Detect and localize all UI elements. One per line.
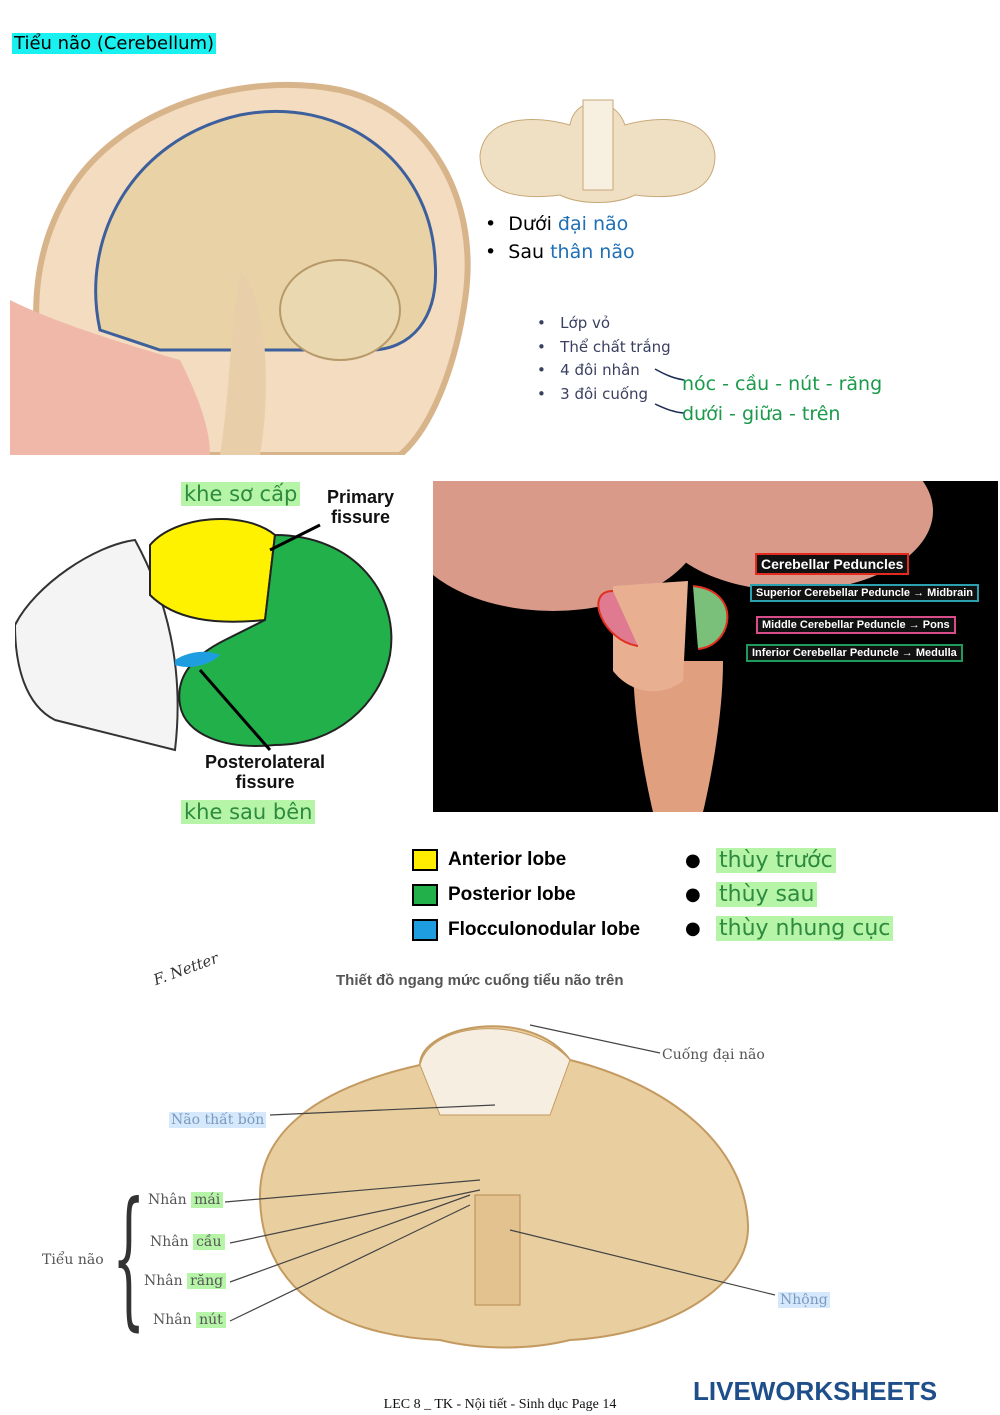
cerebellar-lobes-diagram xyxy=(15,518,393,752)
nuclei-note: nóc - cầu - nút - răng xyxy=(682,373,883,395)
nucleus-name: răng xyxy=(187,1273,227,1289)
khe-so-cap-label: khe sơ cấp xyxy=(181,482,301,506)
structure-item: • Thể chất trắng xyxy=(537,338,671,356)
nucleus-label: Nhân cầu xyxy=(150,1234,225,1250)
location-prefix: Sau xyxy=(508,241,551,263)
location-term: thân não xyxy=(550,241,635,263)
location-term: đại não xyxy=(557,213,629,235)
lobe-vi-label: thùy trước xyxy=(716,848,836,873)
legend-item: Posterior lobe xyxy=(412,884,576,906)
legend-label: Flocculonodular lobe xyxy=(448,919,641,940)
page-title: Tiểu não (Cerebellum) xyxy=(12,33,217,54)
nucleus-name: nút xyxy=(196,1312,226,1328)
brace: { xyxy=(112,1171,146,1345)
nucleus-name: cầu xyxy=(193,1234,225,1250)
location-item: • Sau thân não xyxy=(485,241,635,263)
peduncles-heading: Cerebellar Peduncles xyxy=(755,553,910,575)
cerebellum-transverse-section xyxy=(224,1024,776,1349)
nucleus-label: Nhân mái xyxy=(148,1192,224,1208)
structure-label: 4 đôi nhân xyxy=(560,361,640,379)
nucleus-label: Nhân nút xyxy=(153,1312,226,1328)
brainstem-illustration xyxy=(433,481,933,812)
nucleus-label: Nhân răng xyxy=(144,1273,227,1289)
lobe-vi-item: ●thùy nhung cục xyxy=(685,916,894,941)
page-footer: LEC 8 _ TK - Nội tiết - Sinh dục Page 14 xyxy=(383,1397,617,1412)
structure-label: 3 đôi cuống xyxy=(560,385,649,403)
structure-item: • Lớp vỏ xyxy=(537,314,611,332)
khe-sau-ben-label: khe sau bên xyxy=(181,800,316,824)
nhong-label: Nhộng xyxy=(778,1292,830,1308)
cuong-dai-nao-label: Cuống đại não xyxy=(662,1047,765,1063)
sagittal-brain-illustration xyxy=(10,81,471,455)
nucleus-name: mái xyxy=(191,1192,224,1208)
cerebellar-peduncles-image: Cerebellar Peduncles Superior Cerebellar… xyxy=(433,481,998,812)
structure-label: Thể chất trắng xyxy=(560,338,671,356)
legend-item: Flocculonodular lobe xyxy=(412,919,640,941)
legend-label: Posterior lobe xyxy=(448,884,576,905)
cerebellum-section-thumbnail xyxy=(479,99,716,203)
inferior-peduncle-label: Inferior Cerebellar Peduncle → Medulla xyxy=(746,644,963,662)
lobe-vi-label: thùy nhung cục xyxy=(716,916,894,941)
location-prefix: Dưới xyxy=(508,213,558,235)
liveworksheets-logo: LIVEWORKSHEETS xyxy=(693,1376,938,1406)
structure-item: • 3 đôi cuống xyxy=(537,385,649,403)
connector-lines xyxy=(654,368,685,414)
structure-label: Lớp vỏ xyxy=(560,314,611,332)
lobe-vi-label: thùy sau xyxy=(716,882,818,907)
nao-that-bon-label: Não thất bốn xyxy=(169,1112,267,1128)
legend-swatch xyxy=(412,884,438,906)
primary-fissure-label: Primary fissure xyxy=(326,487,395,527)
netter-signature: F. Netter xyxy=(150,948,221,990)
section-title: Thiết đồ ngang mức cuống tiểu não trên xyxy=(336,972,624,989)
tieu-nao-label: Tiểu não xyxy=(42,1252,104,1268)
legend-label: Anterior lobe xyxy=(448,849,567,870)
lobe-vi-item: ●thùy trước xyxy=(685,848,836,873)
peduncles-note: dưới - giữa - trên xyxy=(682,403,841,425)
legend-item: Anterior lobe xyxy=(412,849,566,871)
legend-swatch xyxy=(412,919,438,941)
legend-swatch xyxy=(412,849,438,871)
middle-peduncle-label: Middle Cerebellar Peduncle → Pons xyxy=(756,616,956,634)
superior-peduncle-label: Superior Cerebellar Peduncle → Midbrain xyxy=(750,584,979,602)
location-item: • Dưới đại não xyxy=(485,213,629,235)
posterolateral-fissure-label: Posterolateral fissure xyxy=(204,752,326,792)
structure-item: • 4 đôi nhân xyxy=(537,361,640,379)
lobe-vi-item: ●thùy sau xyxy=(685,882,818,907)
